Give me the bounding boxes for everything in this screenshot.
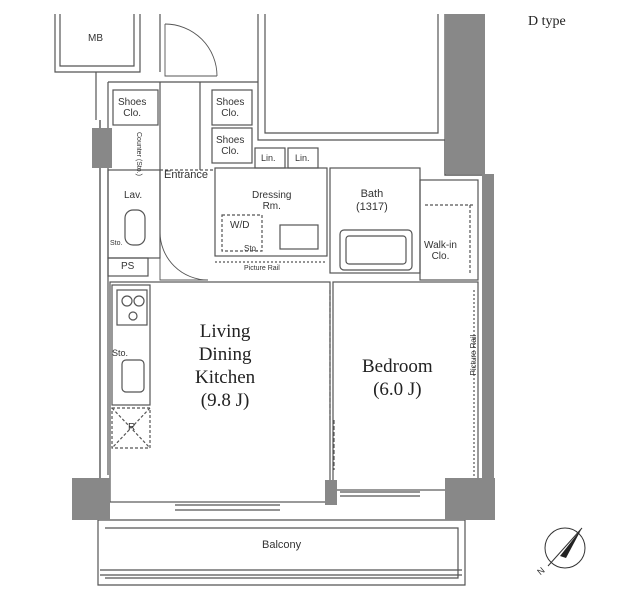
sliding-partition	[329, 290, 335, 470]
walkin-closet	[419, 179, 479, 281]
burner-3	[128, 311, 138, 321]
ps-label: PS	[121, 261, 135, 272]
kitchen-sto-label: Sto.	[112, 348, 129, 358]
fridge-label: R	[128, 422, 136, 433]
picture-rail-top-label: Picture Rail	[244, 265, 280, 272]
column-mid-left	[92, 128, 112, 168]
burner-1	[121, 295, 133, 307]
column-bottom-right	[445, 478, 495, 520]
lin-shelf-1	[254, 147, 286, 169]
column-bottom-left	[72, 478, 110, 520]
entrance-door-leaf	[164, 24, 217, 77]
burner-2	[133, 295, 145, 307]
lav-sto-label: Sto.	[110, 240, 123, 247]
vanity	[279, 224, 319, 250]
toilet	[124, 209, 146, 246]
balcony-label: Balcony	[262, 539, 302, 551]
entrance-label: Entrance	[164, 169, 209, 181]
entrance-hall-outline	[107, 81, 258, 475]
upper-corridor-inner	[264, 14, 439, 134]
mb-label: MB	[88, 33, 103, 44]
sink	[121, 359, 145, 393]
lin-2-label: Lin.	[295, 153, 310, 163]
balcony-inner-rail	[105, 527, 459, 579]
lav-label: Lav.	[124, 190, 143, 201]
dressing-sto-label: Sto.	[244, 244, 259, 253]
picture-rail-right-label: Picture Rail	[469, 334, 478, 376]
balcony-rail	[97, 519, 466, 586]
fridge-cross	[111, 407, 151, 449]
wd-label: W/D	[230, 220, 250, 231]
lav-door-leaf	[159, 232, 208, 281]
plan-type-label: D type	[528, 14, 566, 29]
bedroom-window	[340, 491, 420, 497]
counter-label: Counter (Sto.)	[135, 132, 142, 176]
compass-needle	[560, 528, 582, 558]
dressing-room	[214, 167, 328, 257]
living-window	[175, 504, 280, 511]
living-label: Living Dining Kitchen (9.8 J)	[195, 321, 256, 411]
bedroom-label: Bedroom (6.0 J)	[362, 356, 433, 400]
lin-1-label: Lin.	[261, 153, 276, 163]
shoes-closet-right-bottom	[211, 127, 253, 164]
stove	[116, 289, 148, 326]
bedroom	[332, 281, 479, 491]
mb-inner-line	[59, 14, 135, 67]
compass	[544, 527, 586, 569]
lin-shelf-2	[287, 147, 319, 169]
column-top-right	[445, 14, 485, 174]
shoes-closet-right-top	[211, 89, 253, 126]
column-bottom-mid	[325, 480, 337, 505]
ps-box	[107, 257, 149, 277]
walkin-rail	[425, 204, 475, 275]
washer-dryer	[221, 214, 263, 252]
shoes-closet-left	[112, 89, 159, 126]
lav-door-swing	[159, 231, 209, 281]
upper-corridor-wall	[95, 14, 446, 141]
bathtub-inner	[345, 235, 407, 265]
entrance-door-swing	[164, 23, 218, 77]
column-right-wall	[482, 174, 494, 504]
kitchen-counter	[111, 284, 151, 406]
mb-closet-outline	[54, 14, 141, 73]
bath-label: Bath(1317)	[356, 188, 388, 213]
fridge-space	[111, 407, 151, 449]
bathtub	[339, 229, 413, 271]
balcony-railing	[100, 569, 462, 576]
